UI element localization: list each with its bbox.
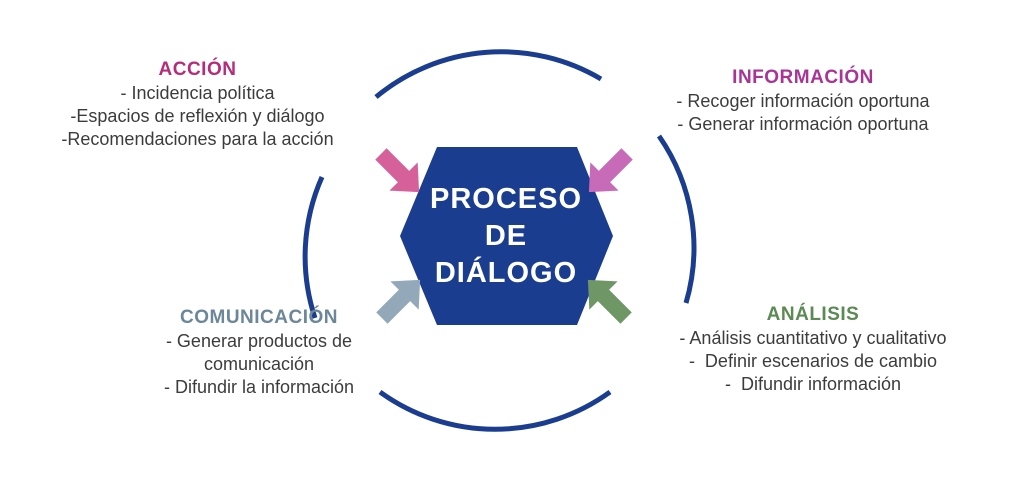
accion-item: - Incidencia política <box>120 83 275 103</box>
accion-item: -Recomendaciones para la acción <box>61 129 334 149</box>
arrow-informacion-icon <box>588 148 633 193</box>
center-hexagon <box>400 147 613 325</box>
comunicacion-item: - Generar productos de <box>165 331 353 351</box>
ring-arc-right <box>656 134 697 304</box>
accion-title: ACCIÓN <box>158 59 237 80</box>
ring-arc-bottom <box>378 389 612 432</box>
informacion-item: - Generar información oportuna <box>677 114 929 134</box>
comunicacion-block: COMUNICACIÓN - Generar productos de comu… <box>100 306 418 399</box>
informacion-item: - Recoger información oportuna <box>676 91 930 111</box>
comunicacion-title: COMUNICACIÓN <box>180 307 338 328</box>
analisis-item: - Definir escenarios de cambio <box>688 351 938 371</box>
arrow-accion-icon <box>375 148 420 193</box>
informacion-block: INFORMACIÓN - Recoger información oportu… <box>618 66 988 136</box>
analisis-title: ANÁLISIS <box>766 304 860 325</box>
analisis-item: - Difundir información <box>724 374 902 394</box>
center-title-line-2: DE <box>485 220 527 252</box>
accion-item: -Espacios de reflexión y diálogo <box>70 106 325 126</box>
ring-arc-left <box>302 175 325 319</box>
comunicacion-item: - Difundir la información <box>163 377 355 397</box>
arrow-analisis-icon <box>587 279 632 324</box>
arrow-comunicacion-icon <box>376 279 421 324</box>
center-title-line-1: PROCESO <box>430 183 582 215</box>
analisis-block: ANÁLISIS - Análisis cuantitativo y cuali… <box>628 303 998 396</box>
informacion-title: INFORMACIÓN <box>732 67 874 88</box>
accion-block: ACCIÓN - Incidencia política -Espacios d… <box>20 58 375 151</box>
analisis-item: - Análisis cuantitativo y cualitativo <box>679 328 947 348</box>
comunicacion-item: comunicación <box>203 354 315 374</box>
ring-arc-top <box>374 49 603 99</box>
center-title-line-3: DIÁLOGO <box>435 255 577 289</box>
